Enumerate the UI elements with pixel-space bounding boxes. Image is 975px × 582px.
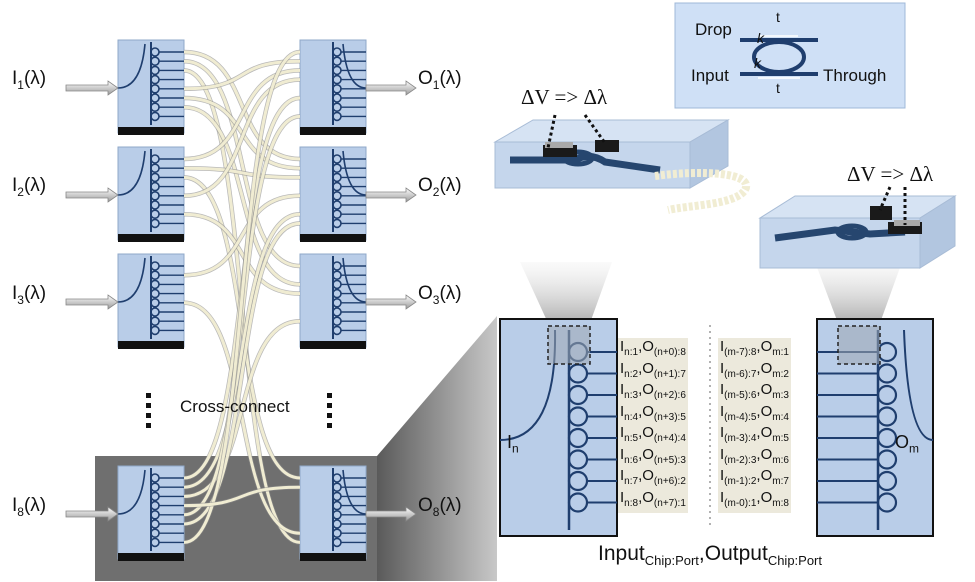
optical-fiber	[183, 194, 301, 277]
chip-base	[118, 341, 184, 349]
chip-base	[300, 127, 366, 135]
input-arrow	[65, 506, 119, 522]
ring-inset	[674, 2, 906, 109]
optical-fiber	[183, 59, 301, 91]
ellipsis-right	[327, 393, 332, 428]
input-label-1: I1(λ)	[12, 68, 47, 92]
tuning-label-right: ΔV => Δλ	[847, 162, 934, 186]
port-mapping-row: I(m-2):3,Om:6	[718, 445, 791, 470]
chip-3d-right	[758, 195, 957, 269]
optical-fiber	[183, 212, 301, 489]
tuning-leader	[878, 186, 892, 211]
output-waveguide	[903, 329, 934, 441]
optical-fiber	[183, 485, 301, 508]
port-mapping-row: In:5,O(n+4):4	[618, 424, 688, 448]
output-waveguide	[342, 150, 367, 196]
port-mapping-row: In:7,O(n+6):2	[618, 467, 688, 491]
output-waveguide	[342, 43, 367, 89]
ring-drop-label: Drop	[695, 20, 732, 39]
caption: InputChip:Port,OutputChip:Port	[598, 542, 823, 569]
tuning-label-left: ΔV => Δλ	[521, 85, 608, 109]
chip-base	[300, 553, 366, 561]
zoom-chip-right-label: Om	[895, 432, 920, 456]
in-chip-2	[117, 253, 185, 349]
ellipsis-left	[146, 393, 151, 428]
ring-k-bottom: k	[754, 55, 761, 71]
input-label-8: I8(λ)	[12, 495, 47, 519]
output-arrow	[365, 187, 417, 203]
chip-base	[300, 234, 366, 242]
zoom-cone-left	[520, 262, 612, 323]
optical-fiber	[183, 212, 301, 296]
fiber-3d	[654, 168, 751, 214]
in-chip-1	[117, 146, 185, 242]
output-label-2: O2(λ)	[418, 175, 462, 199]
ring-t-bottom: t	[776, 80, 780, 96]
out-chip-1	[299, 146, 367, 242]
optical-fiber	[183, 50, 301, 161]
port-mapping-row: I(m-3):4,Om:5	[718, 424, 791, 448]
out-chip-2	[299, 253, 367, 349]
in-chip-3	[117, 465, 185, 561]
optical-fiber	[183, 78, 301, 198]
port-mapping-row: I(m-4):5,Om:4	[718, 402, 791, 427]
output-arrow	[365, 294, 417, 310]
port-mapping-row: I(m-5):6,Om:3	[718, 381, 791, 405]
input-arrow	[65, 294, 119, 310]
zoom-box-left	[547, 325, 591, 365]
in-chip-0	[117, 39, 185, 135]
port-mapping-row: In:2,O(n+1):7	[618, 359, 688, 384]
port-mapping-row: In:3,O(n+2):6	[618, 381, 688, 405]
cross-connect-label: Cross-connect	[180, 397, 290, 416]
input-waveguide	[117, 150, 146, 196]
output-arrow	[365, 506, 417, 522]
chip-3d-left	[493, 119, 730, 189]
ring-input-label: Input	[691, 66, 729, 85]
optical-fiber	[183, 105, 301, 286]
zoom-cone-right	[815, 262, 902, 323]
chip-base	[118, 234, 184, 242]
zoom-box-right	[837, 325, 881, 365]
out-chip-0	[299, 39, 367, 135]
output-arrow	[365, 80, 417, 96]
output-label-8: O8(λ)	[418, 495, 462, 519]
port-mapping-row: In:6,O(n+5):3	[618, 445, 688, 470]
port-mapping-row: I(m-6):7,Om:2	[718, 359, 791, 384]
ring-k-top: k	[757, 30, 764, 46]
zoom-wedge	[377, 316, 497, 581]
port-mapping-row: I(m-0):1,Om:8	[718, 488, 791, 513]
input-arrow	[65, 80, 119, 96]
chip-base	[118, 553, 184, 561]
chip-base	[118, 127, 184, 135]
output-label-3: O3(λ)	[418, 283, 462, 307]
ring-through-label: Through	[823, 66, 887, 85]
output-waveguide	[342, 257, 367, 303]
input-waveguide	[117, 469, 146, 515]
port-mapping-row: I(m-7):8,Om:1	[718, 338, 791, 362]
port-mapping-row: I(m-1):2,Om:7	[718, 467, 791, 491]
input-waveguide	[117, 43, 146, 89]
input-label-2: I2(λ)	[12, 175, 47, 199]
input-label-3: I3(λ)	[12, 283, 47, 307]
optical-fiber	[183, 221, 301, 526]
optical-fiber	[183, 59, 301, 268]
output-waveguide	[342, 469, 367, 515]
input-arrow	[65, 187, 119, 203]
zoom-chip-left-label: In	[507, 432, 519, 456]
chip-base	[300, 341, 366, 349]
optical-fiber	[183, 166, 301, 179]
output-label-1: O1(λ)	[418, 68, 462, 92]
optical-fiber	[183, 319, 301, 498]
optical-fiber	[183, 50, 301, 544]
port-mapping-row: In:4,O(n+3):5	[618, 402, 688, 427]
input-waveguide	[117, 257, 146, 303]
ring-t-top: t	[776, 9, 780, 25]
out-chip-3	[299, 465, 367, 561]
port-mapping-row: In:1,O(n+0):8	[618, 338, 688, 362]
port-mapping-row: In:8,O(n+7):1	[618, 488, 688, 513]
optical-fiber	[183, 301, 301, 535]
